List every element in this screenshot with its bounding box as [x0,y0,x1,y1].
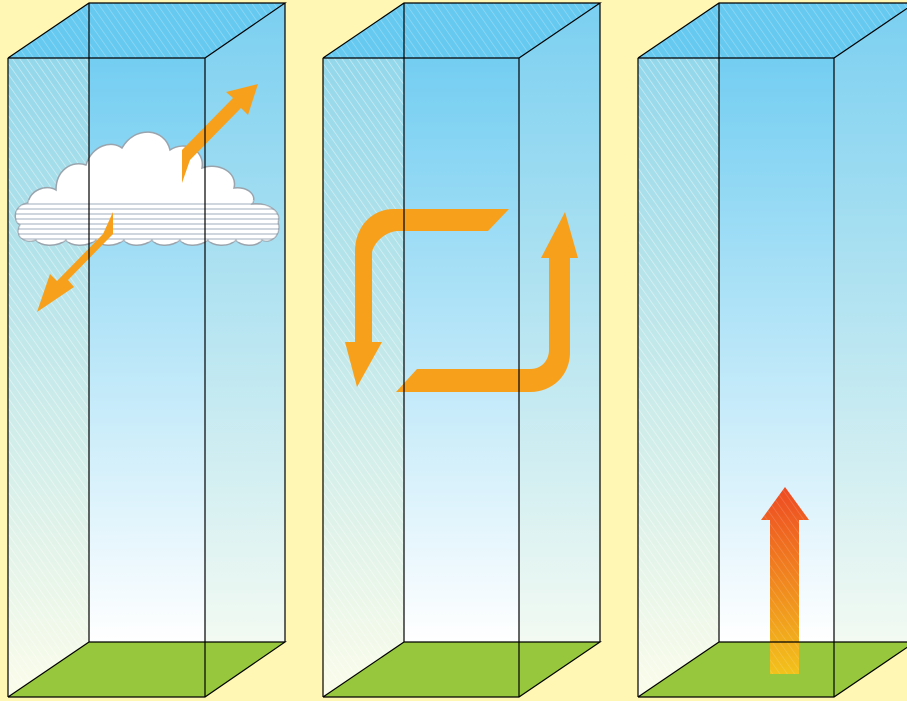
panel-surface-heating [638,3,907,697]
panel-circulation [323,3,600,697]
panel-cloud-exchange [8,3,285,697]
column-right-face [834,3,907,697]
